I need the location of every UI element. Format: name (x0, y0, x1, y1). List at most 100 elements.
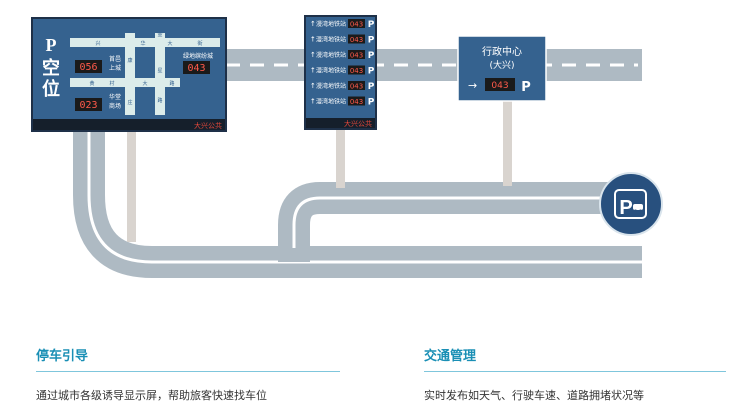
arrow-right-icon: → (468, 79, 477, 92)
street-mid-char: 路 (169, 80, 174, 87)
mid-guidance-board: 大兴公共 ↑ 漫湾地铁站 043 P ↑ 漫湾地铁站 043 P ↑ 漫湾地铁站… (304, 15, 377, 130)
street-mid-char: 大 (142, 80, 147, 87)
row-name: 漫湾地铁站 (316, 20, 346, 28)
row-value: 043 (350, 83, 363, 91)
big-board-footer-bar (33, 119, 225, 130)
arrow-up-icon: ↑ (310, 20, 316, 28)
street-top-char: 兴 (95, 40, 100, 47)
caption-parking-guidance: 停车引导 通过城市各级诱导显示屏，帮助旅客快速找车位 (36, 346, 340, 403)
car-wheel-icon (639, 209, 642, 213)
row-display (348, 34, 365, 44)
mid-board-row: ↑ 漫湾地铁站 043 P (310, 96, 375, 108)
big-board-char-2: 位 (42, 78, 60, 100)
road-network (73, 49, 642, 278)
pole-right (503, 100, 512, 186)
mid-board-footer-bar (306, 118, 375, 128)
caption-title: 交通管理 (424, 349, 477, 364)
lot-name-line: 上城 (109, 64, 121, 72)
row-p: P (368, 98, 375, 108)
road-loop-lane-line (87, 120, 642, 264)
parking-letter: P (619, 197, 632, 219)
street-mid-char: 村 (109, 80, 114, 87)
parking-car-icon: P (599, 172, 663, 236)
map-street-top (70, 38, 220, 47)
caption-divider (36, 371, 340, 372)
right-board-display (485, 78, 515, 91)
big-board-char-1: 空 (42, 57, 60, 79)
row-p: P (368, 20, 375, 30)
row-value: 043 (350, 98, 363, 106)
row-name: 漫湾地铁站 (316, 67, 346, 75)
big-board-p: P (46, 35, 57, 55)
row-p: P (368, 36, 375, 46)
caption-description: 实时发布如天气、行驶车速、道路拥堵状况等 (424, 389, 644, 402)
caption-title: 停车引导 (36, 349, 89, 364)
map-street-left (125, 33, 135, 115)
right-board-p: P (521, 80, 531, 95)
lot-name-line: 首邑 (109, 55, 121, 63)
row-name: 漫湾地铁站 (316, 98, 346, 106)
street-right-char: 星 (157, 68, 162, 74)
street-labels: 兴 华 大 街 黄 村 大 路 康 庄 金 星 路 (89, 31, 202, 106)
row-name: 漫湾地铁站 (316, 51, 346, 59)
street-mid-char: 黄 (89, 80, 94, 87)
map-street-right (155, 33, 165, 115)
caption-traffic-management: 交通管理 实时发布如天气、行驶车速、道路拥堵状况等 (424, 346, 726, 403)
traffic-guidance-diagram: 大兴公共 P 空 位 兴 华 大 街 黄 村 大 路 康 庄 金 星 路 首邑 … (31, 15, 663, 278)
mid-board-rows: ↑ 漫湾地铁站 043 P ↑ 漫湾地铁站 043 P ↑ 漫湾地铁站 043 … (310, 19, 375, 108)
right-board-title: 行政中心 (482, 45, 522, 58)
lot-name-line: 商场 (109, 102, 121, 110)
arrow-up-icon: ↑ (310, 36, 316, 44)
row-name: 漫湾地铁站 (316, 82, 346, 90)
row-p: P (368, 67, 375, 77)
row-p: P (368, 82, 375, 92)
right-board-value: 043 (491, 81, 508, 91)
parking-circle (599, 172, 663, 236)
right-board-subtitle: (大兴) (489, 59, 514, 71)
mid-board-footer: 大兴公共 (344, 119, 372, 128)
pole-left (127, 130, 136, 242)
lot-value: 043 (187, 63, 205, 74)
row-display (348, 50, 365, 59)
row-value: 043 (350, 36, 363, 44)
row-value: 043 (350, 67, 363, 75)
street-right-char: 路 (157, 97, 162, 104)
row-name: 漫湾地铁站 (316, 36, 346, 44)
arrow-up-icon: ↑ (310, 82, 316, 90)
mid-board-row: ↑ 漫湾地铁站 043 P (310, 50, 375, 61)
lot-name: 绿地缤纷城 (183, 52, 213, 60)
row-display (348, 96, 365, 106)
mid-board-row: ↑ 漫湾地铁站 043 P (310, 19, 375, 30)
caption-divider (424, 371, 726, 372)
street-left-char: 康 (127, 57, 132, 64)
mid-board-row: ↑ 漫湾地铁站 043 P (310, 65, 375, 77)
lot-value: 056 (79, 62, 97, 73)
street-top-char: 街 (197, 40, 202, 47)
row-value: 043 (350, 52, 363, 60)
row-display (348, 81, 365, 90)
big-guidance-board: 大兴公共 P 空 位 兴 华 大 街 黄 村 大 路 康 庄 金 星 路 首邑 … (31, 17, 227, 132)
arrow-up-icon: ↑ (310, 51, 316, 59)
caption-description: 通过城市各级诱导显示屏，帮助旅客快速找车位 (36, 389, 267, 402)
street-left-char: 庄 (127, 99, 132, 106)
lot-display (75, 60, 102, 73)
row-p: P (368, 51, 375, 61)
big-board-footer: 大兴公共 (194, 121, 222, 130)
car-icon (633, 204, 643, 210)
mid-board-row: ↑ 漫湾地铁站 043 P (310, 34, 375, 46)
row-display (348, 19, 365, 28)
arrow-up-icon: ↑ (310, 98, 316, 106)
lot-name-line: 华堂 (109, 93, 121, 101)
lot-display (75, 98, 102, 111)
parking-sign-frame (614, 189, 647, 219)
street-top-char: 大 (167, 40, 172, 47)
mid-board-row: ↑ 漫湾地铁站 043 P (310, 81, 375, 92)
pole-middle (336, 128, 345, 188)
car-wheel-icon (634, 209, 637, 213)
street-right-char: 金 (157, 31, 162, 38)
lot-value: 023 (79, 100, 97, 111)
lot-display (183, 61, 210, 74)
street-top-char: 华 (140, 40, 145, 47)
arrow-up-icon: ↑ (310, 67, 316, 75)
right-guidance-board: 行政中心 (大兴) → 043 P (457, 35, 547, 102)
